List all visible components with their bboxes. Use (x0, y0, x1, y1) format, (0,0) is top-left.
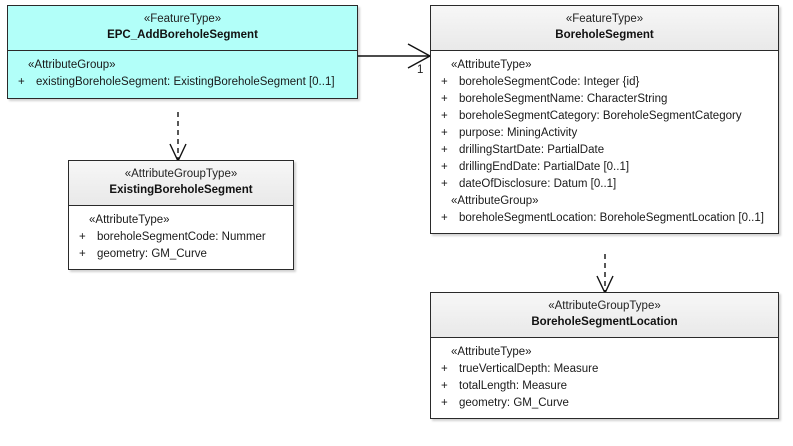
class-header: «FeatureType» EPC_AddBoreholeSegment (8, 6, 357, 51)
class-name: EPC_AddBoreholeSegment (107, 29, 258, 41)
class-compartment: «AttributeType» + boreholeSegmentCode: N… (69, 206, 293, 269)
attribute-row[interactable]: + geometry: GM_Curve (437, 395, 774, 412)
attribute-row[interactable]: + geometry: GM_Curve (75, 246, 289, 263)
association-target-multiplicity: 1 (417, 64, 424, 76)
class-name: BoreholeSegmentLocation (531, 316, 678, 328)
visibility-marker: + (79, 231, 86, 243)
visibility-marker: + (441, 110, 448, 122)
visibility-marker: + (441, 161, 448, 173)
attribute-text: trueVerticalDepth: Measure (459, 363, 599, 375)
visibility-marker: + (441, 212, 448, 224)
class-header: «AttributeGroupType» ExistingBoreholeSeg… (69, 161, 293, 206)
visibility-marker: + (441, 380, 448, 392)
visibility-marker: + (18, 76, 25, 88)
visibility-marker: + (441, 76, 448, 88)
visibility-marker: + (441, 144, 448, 156)
attribute-text: drillingEndDate: PartialDate [0..1] (459, 161, 630, 173)
class-box-borehole-segment[interactable]: «FeatureType» BoreholeSegment «Attribute… (430, 5, 779, 234)
attribute-text: boreholeSegmentLocation: BoreholeSegment… (459, 212, 764, 224)
attribute-row[interactable]: + boreholeSegmentCode: Integer {id} (437, 74, 774, 91)
attribute-text: boreholeSegmentName: CharacterString (459, 93, 668, 105)
visibility-marker: + (441, 397, 448, 409)
attribute-group-label: «AttributeGroup» (28, 59, 116, 71)
class-box-existing-borehole-segment[interactable]: «AttributeGroupType» ExistingBoreholeSeg… (68, 160, 294, 270)
connector-dependency-boreholesegment-to-location[interactable] (596, 254, 614, 295)
attribute-row[interactable]: + existingBoreholeSegment: ExistingBoreh… (14, 74, 353, 91)
visibility-marker: + (79, 248, 86, 260)
class-box-borehole-segment-location[interactable]: «AttributeGroupType» BoreholeSegmentLoca… (430, 292, 779, 419)
class-name: BoreholeSegment (555, 29, 654, 41)
attribute-text: dateOfDisclosure: Datum [0..1] (459, 178, 617, 190)
class-header: «AttributeGroupType» BoreholeSegmentLoca… (431, 293, 778, 338)
attribute-text: purpose: MiningActivity (459, 127, 578, 139)
attribute-row[interactable]: + trueVerticalDepth: Measure (437, 361, 774, 378)
attribute-row[interactable]: + boreholeSegmentLocation: BoreholeSegme… (437, 210, 774, 227)
attribute-group-label: «AttributeGroup» (451, 195, 539, 207)
attribute-group-label: «AttributeType» (89, 214, 170, 226)
attribute-row[interactable]: + dateOfDisclosure: Datum [0..1] (437, 176, 774, 193)
class-stereotype: «AttributeGroupType» (548, 300, 661, 312)
attribute-row[interactable]: + boreholeSegmentCode: Nummer (75, 229, 289, 246)
attribute-row[interactable]: + boreholeSegmentName: CharacterString (437, 91, 774, 108)
visibility-marker: + (441, 93, 448, 105)
class-stereotype: «AttributeGroupType» (124, 168, 238, 180)
attribute-text: geometry: GM_Curve (459, 397, 569, 409)
attribute-text: boreholeSegmentCode: Nummer (97, 231, 266, 243)
attribute-text: geometry: GM_Curve (97, 248, 207, 260)
visibility-marker: + (441, 127, 448, 139)
class-name: ExistingBoreholeSegment (109, 184, 253, 196)
attribute-row[interactable]: + totalLength: Measure (437, 378, 774, 395)
class-compartment: «AttributeGroup» + existingBoreholeSegme… (8, 51, 357, 98)
attribute-text: boreholeSegmentCode: Integer {id} (459, 76, 640, 88)
attribute-group-label: «AttributeType» (451, 346, 532, 358)
attribute-text: drillingStartDate: PartialDate (459, 144, 605, 156)
class-compartment: «AttributeType» + trueVerticalDepth: Mea… (431, 338, 778, 418)
attribute-row[interactable]: + drillingEndDate: PartialDate [0..1] (437, 159, 774, 176)
visibility-marker: + (441, 178, 448, 190)
class-stereotype: «FeatureType» (143, 13, 222, 25)
visibility-marker: + (441, 363, 448, 375)
attribute-row[interactable]: + boreholeSegmentCategory: BoreholeSegme… (437, 108, 774, 125)
connector-dependency-epc-to-existing[interactable] (169, 112, 187, 163)
attribute-row[interactable]: + drillingStartDate: PartialDate (437, 142, 774, 159)
class-header: «FeatureType» BoreholeSegment (431, 6, 778, 51)
attribute-group-label: «AttributeType» (451, 59, 532, 71)
class-compartment: «AttributeType» + boreholeSegmentCode: I… (431, 51, 778, 233)
attribute-text: boreholeSegmentCategory: BoreholeSegment… (459, 110, 742, 122)
class-box-epc-add-borehole-segment[interactable]: «FeatureType» EPC_AddBoreholeSegment «At… (7, 5, 358, 99)
attribute-row[interactable]: + purpose: MiningActivity (437, 125, 774, 142)
attribute-text: existingBoreholeSegment: ExistingBorehol… (36, 76, 335, 88)
attribute-text: totalLength: Measure (459, 380, 568, 392)
class-stereotype: «FeatureType» (565, 13, 644, 25)
